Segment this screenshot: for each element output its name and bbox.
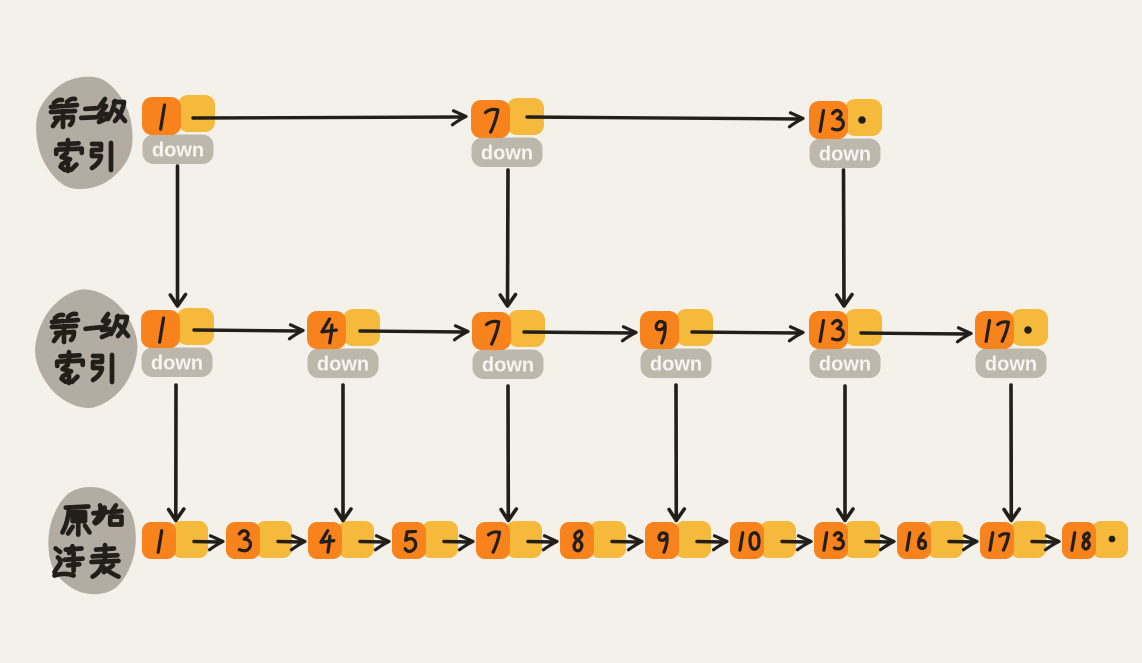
svg-text:down: down <box>151 353 203 375</box>
svg-text:down: down <box>650 354 702 376</box>
svg-text:down: down <box>482 355 534 377</box>
svg-text:down: down <box>819 354 871 376</box>
svg-text:down: down <box>819 144 871 166</box>
svg-text:down: down <box>317 354 369 376</box>
svg-text:down: down <box>985 354 1037 376</box>
svg-text:down: down <box>152 140 204 162</box>
svg-text:down: down <box>481 143 533 165</box>
